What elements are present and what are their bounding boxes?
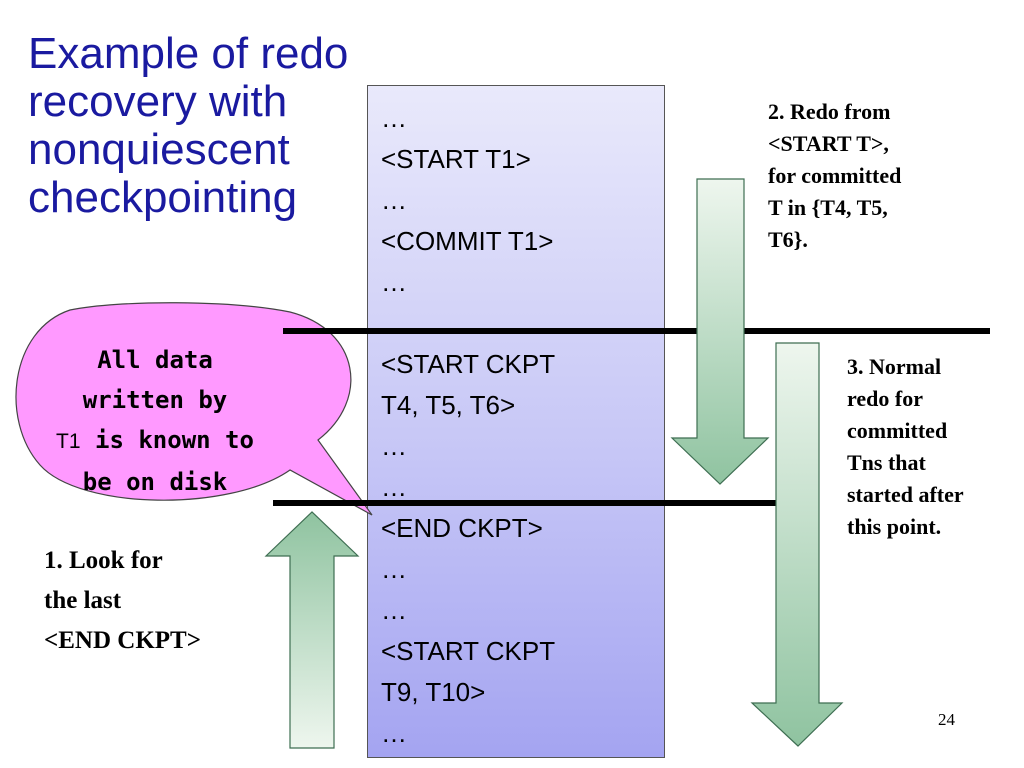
log-line: … xyxy=(381,595,407,625)
log-line: … xyxy=(381,554,407,584)
log-box: … <START T1> … <COMMIT T1> … … <START CK… xyxy=(367,85,665,758)
callout-t1: T1 xyxy=(56,430,81,453)
step2-note: 2. Redo from <START T>, for committed T … xyxy=(768,96,901,256)
title-line: recovery with xyxy=(28,77,288,126)
log-line: <END CKPT> xyxy=(381,513,543,543)
log-line: … xyxy=(381,103,407,133)
callout-line: written by xyxy=(82,386,228,414)
callout-line: All data xyxy=(97,346,213,374)
log-line: T4, T5, T6> xyxy=(381,390,516,420)
note-line: 3. Normal xyxy=(847,354,942,379)
log-line: <COMMIT T1> xyxy=(381,226,554,256)
log-line: … xyxy=(381,185,407,215)
note-line: T in {T4, T5, xyxy=(768,195,888,220)
note-line: <END CKPT> xyxy=(44,627,201,654)
note-line: <START T>, xyxy=(768,131,889,156)
log-line: … xyxy=(381,431,407,461)
log-line: … xyxy=(381,718,407,748)
up-arrow xyxy=(264,511,360,749)
callout-line: be on disk xyxy=(82,468,228,496)
callout-line: T1 is known to xyxy=(30,420,280,462)
note-line: for committed xyxy=(768,163,902,188)
note-line: Tns that xyxy=(847,450,926,475)
note-line: 2. Redo from xyxy=(768,99,891,124)
log-line: <START CKPT xyxy=(381,636,556,666)
title-line: checkpointing xyxy=(28,173,298,222)
log-line: T9, T10> xyxy=(381,677,486,707)
step3-note: 3. Normal redo for committed Tns that st… xyxy=(847,351,964,543)
note-line: committed xyxy=(847,418,948,443)
log-line: <START CKPT xyxy=(381,349,556,379)
slide-title: Example of redo recovery with nonquiesce… xyxy=(28,30,388,222)
note-line: the last xyxy=(44,587,122,614)
log-line: <START T1> xyxy=(381,144,531,174)
note-line: started after xyxy=(847,482,964,507)
title-line: Example of redo xyxy=(28,29,349,78)
down-arrow-normal-redo xyxy=(750,342,844,747)
note-line: this point. xyxy=(847,514,942,539)
down-arrow-redo-from-start xyxy=(670,178,770,485)
log-line: … xyxy=(381,472,407,502)
page-number: 24 xyxy=(938,710,955,729)
callout-text: All data written by T1 is known to be on… xyxy=(30,340,280,502)
note-line: redo for xyxy=(847,386,923,411)
callout-line-rest: is known to xyxy=(80,426,254,454)
log-line: … xyxy=(381,267,407,297)
callout-bubble xyxy=(15,302,373,516)
note-line: 1. Look for xyxy=(44,547,163,574)
title-line: nonquiescent xyxy=(28,125,290,174)
note-line: T6}. xyxy=(768,227,808,252)
step1-note: 1. Look for the last <END CKPT> xyxy=(44,541,201,661)
